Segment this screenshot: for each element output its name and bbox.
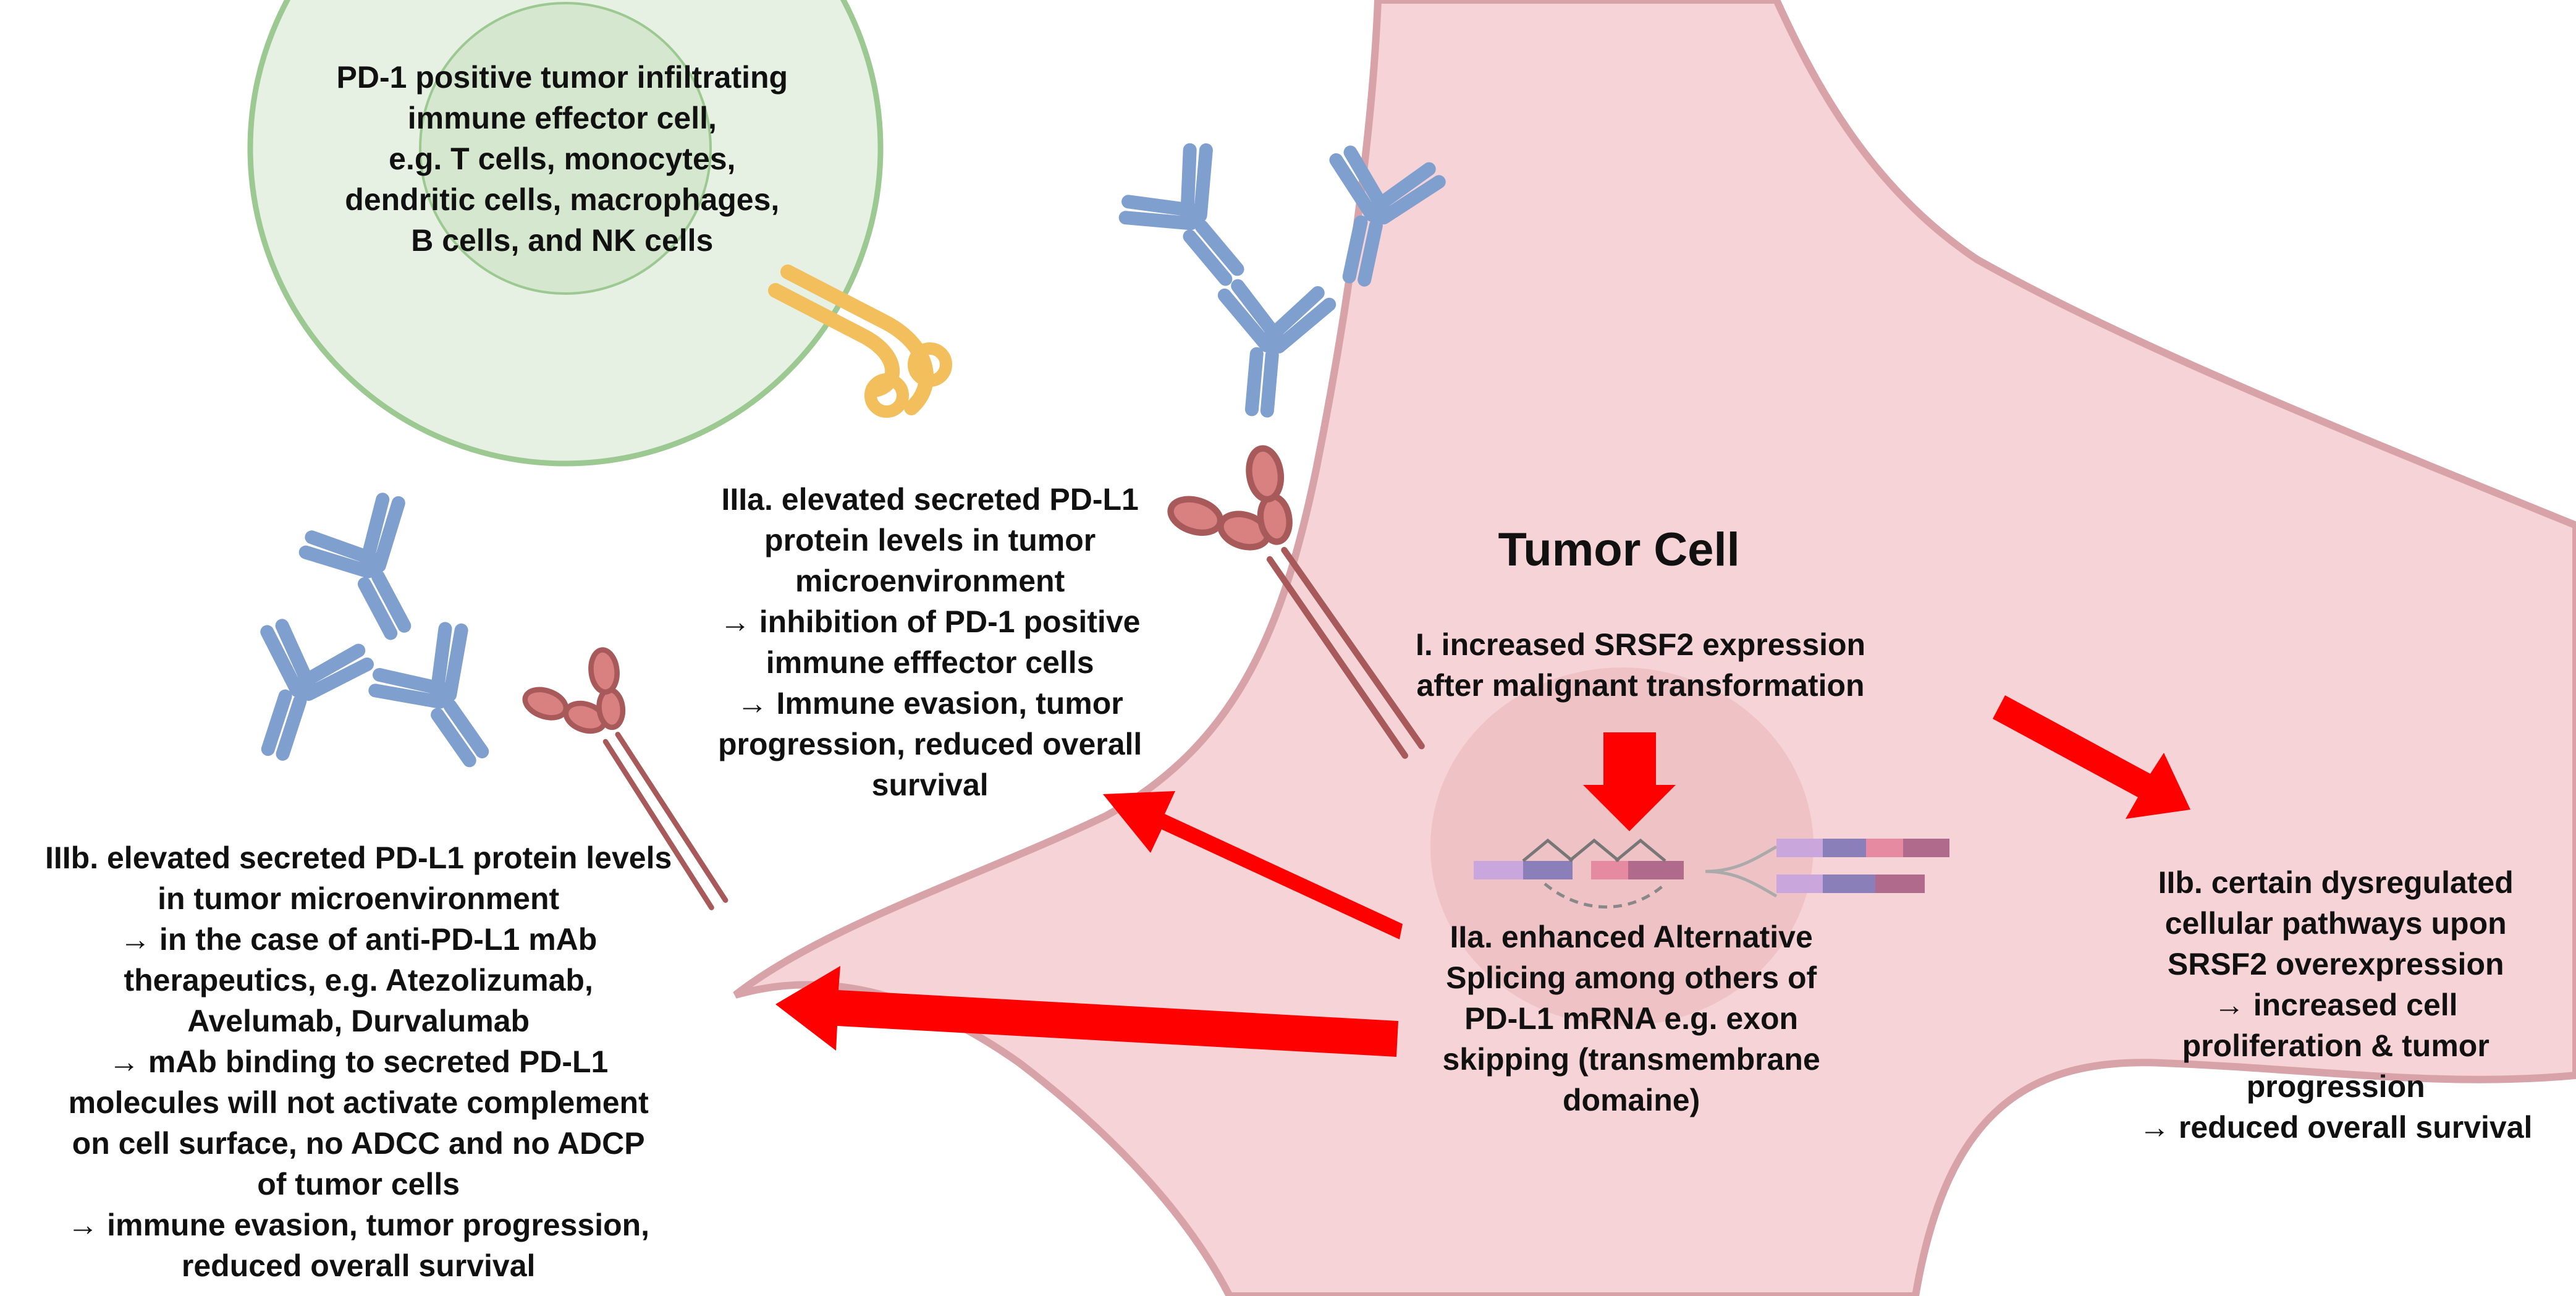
- step-IIb-label: IIb. certain dysregulated cellular pathw…: [2139, 865, 2533, 1145]
- immune-cell-nucleus: [419, 2, 712, 295]
- step-IIIa-label: IIIa. elevated secreted PD-L1 protein le…: [718, 482, 1142, 802]
- antibody-icon: [301, 494, 451, 651]
- arrow-I-to-IIb: [1993, 695, 2190, 819]
- step-I-label: I. increased SRSF2 expression after mali…: [1416, 627, 1866, 703]
- arrow-IIa-to-IIIa: [1103, 791, 1403, 939]
- antibody-icon: [233, 622, 371, 770]
- step-IIIb-label: IIIb. elevated secreted PD-L1 protein le…: [45, 841, 672, 1283]
- antibody-icon: [1215, 285, 1330, 415]
- pd1-receptor-icon: [768, 265, 952, 418]
- splicing-diagram: [1474, 838, 1949, 908]
- step-IIa-label: IIa. enhanced Alternative Splicing among…: [1442, 920, 1820, 1117]
- nucleus: [1430, 667, 1814, 1026]
- tumor-cell-title: Tumor Cell: [1498, 523, 1740, 576]
- antibody-icon: [370, 622, 525, 782]
- antibody-icon: [1119, 142, 1278, 303]
- arrow-I-to-IIa: [1583, 732, 1676, 831]
- process-arrows: [775, 695, 2190, 1057]
- arrow-IIa-to-IIIb: [775, 966, 1398, 1057]
- immune-cell-label: PD-1 positive tumor infiltrating immune …: [336, 60, 788, 258]
- tumor-cell: [733, 0, 2576, 1296]
